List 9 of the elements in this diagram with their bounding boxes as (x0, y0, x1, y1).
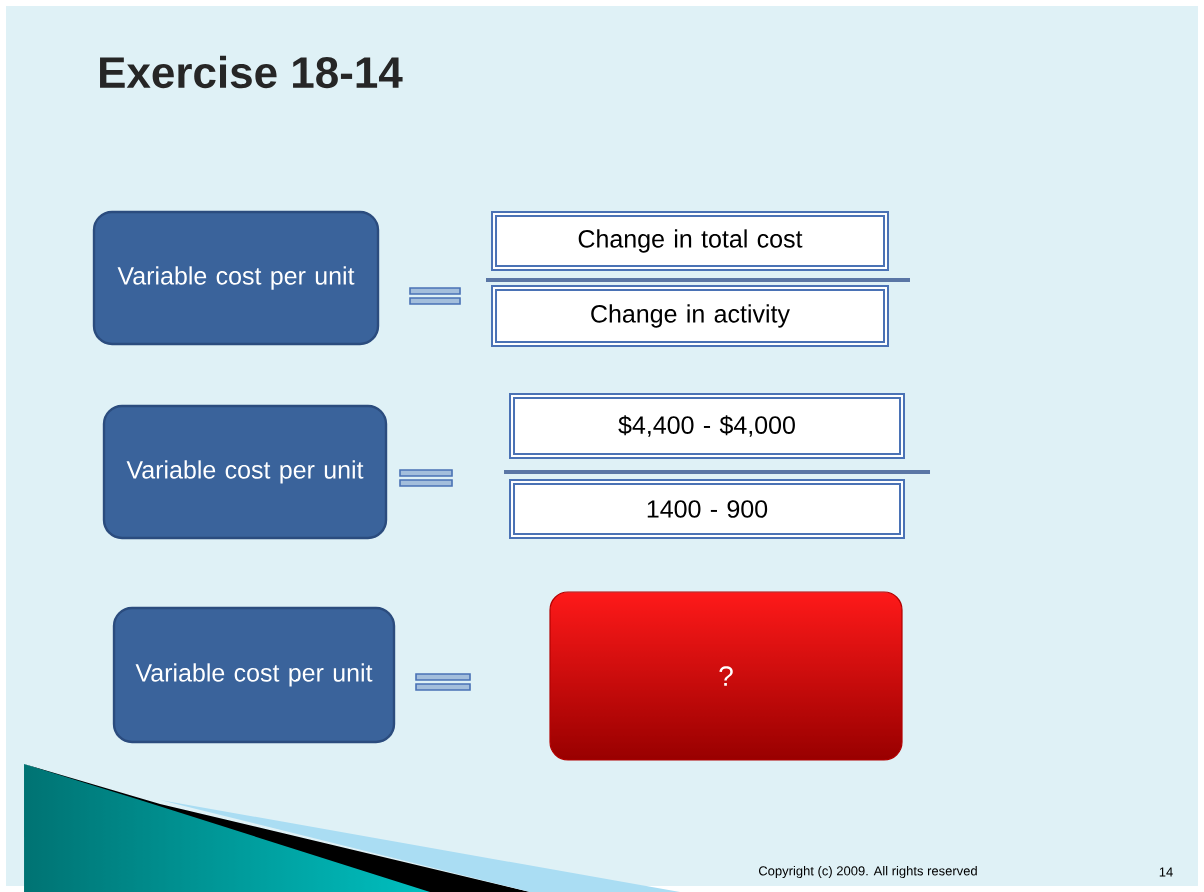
fraction-box: Change in total cost (491, 211, 889, 271)
fraction-box: 1400 - 900 (509, 479, 905, 539)
term-box: Variable cost per unit (92, 210, 380, 346)
term-box: Variable cost per unit (102, 404, 388, 540)
answer-box: ? (549, 591, 903, 761)
fraction-box: $4,400 - $4,000 (509, 393, 905, 459)
fraction-box: Change in activity (491, 285, 889, 347)
slide-title: Exercise 18-14 (100, 55, 403, 89)
term-box: Variable cost per unit (112, 606, 396, 744)
